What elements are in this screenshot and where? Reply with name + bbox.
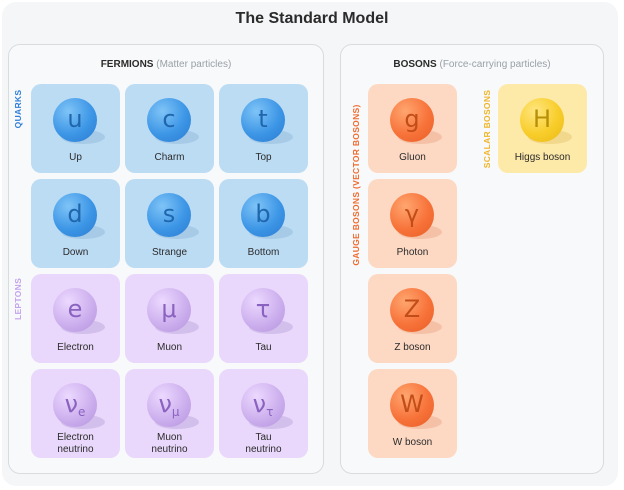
particle-card-higgs-boson[interactable]: H Higgs boson [498, 84, 587, 173]
symbol-main: ν [158, 390, 172, 418]
particle-name-line2: neutrino [57, 444, 94, 455]
particle-name-line2: neutrino [151, 444, 188, 455]
particle-name: Photon [396, 247, 429, 258]
particle-ball: μ [147, 288, 191, 332]
particle-symbol: b [255, 200, 271, 228]
symbol-main: ν [64, 390, 78, 418]
particle-ball: s [147, 193, 191, 237]
particle-ball: νe [53, 383, 97, 427]
particle-name: Down [62, 247, 89, 258]
symbol-subscript: μ [171, 405, 180, 419]
particle-symbol: τ [255, 295, 271, 323]
particle-name: W boson [392, 437, 433, 448]
bosons-title: BOSONS (Force-carrying particles) [341, 59, 603, 70]
particle-symbol: ντ [241, 383, 285, 427]
particle-card-down[interactable]: d Down [31, 179, 120, 268]
particle-name-line1: Electron [57, 432, 94, 443]
fermions-title: FERMIONS (Matter particles) [9, 59, 323, 70]
particle-card-z-boson[interactable]: Z Z boson [368, 274, 457, 363]
leptons-label: LEPTONS [13, 277, 23, 321]
particle-card-photon[interactable]: γ Photon [368, 179, 457, 268]
particle-symbol: H [532, 105, 552, 133]
particle-ball: νμ [147, 383, 191, 427]
particle-symbol: d [67, 200, 83, 228]
particle-name: Charm [154, 152, 185, 163]
particle-card-gluon[interactable]: g Gluon [368, 84, 457, 173]
particle-card-charm[interactable]: c Charm [125, 84, 214, 173]
fermions-subtitle: (Matter particles) [156, 59, 232, 70]
particle-name: Muon [156, 342, 182, 353]
particle-symbol: Z [403, 295, 421, 323]
particle-ball: W [390, 383, 434, 427]
particle-ball: γ [390, 193, 434, 237]
particle-symbol: t [258, 105, 268, 133]
symbol-subscript: τ [266, 405, 274, 419]
particle-card-top[interactable]: t Top [219, 84, 308, 173]
particle-ball: c [147, 98, 191, 142]
particle-card-muon[interactable]: μ Muon [125, 274, 214, 363]
particle-card-w-boson[interactable]: W W boson [368, 369, 457, 458]
particle-symbol: γ [404, 200, 420, 228]
diagram-title: The Standard Model [235, 10, 389, 27]
particle-symbol: u [67, 105, 83, 133]
particle-ball: e [53, 288, 97, 332]
particle-card-up[interactable]: u Up [31, 84, 120, 173]
symbol-subscript: e [78, 405, 86, 419]
particle-card-tau-neutrino[interactable]: ντ Tau neutrino [219, 369, 308, 458]
particle-ball: d [53, 193, 97, 237]
particle-ball: g [390, 98, 434, 142]
particle-symbol: g [404, 105, 420, 133]
particle-name: Electron [57, 342, 94, 353]
particle-name: Up [69, 152, 82, 163]
fermions-heading: FERMIONS [100, 59, 154, 70]
scalar-bosons-label: SCALAR BOSONS [482, 89, 492, 169]
particle-symbol: c [162, 105, 176, 133]
particle-name: Tau [255, 342, 272, 353]
particle-symbol: νe [53, 383, 97, 427]
symbol-main: ν [252, 390, 267, 418]
particle-symbol: s [162, 200, 176, 228]
particle-card-bottom[interactable]: b Bottom [219, 179, 308, 268]
particle-name-line2: neutrino [245, 444, 282, 455]
particle-ball: b [241, 193, 285, 237]
particle-name: Strange [151, 247, 188, 258]
particle-card-muon-neutrino[interactable]: νμ Muon neutrino [125, 369, 214, 458]
particle-name: Bottom [247, 247, 280, 258]
particle-ball: τ [241, 288, 285, 332]
particle-name-line1: Tau [255, 432, 272, 443]
particle-card-strange[interactable]: s Strange [125, 179, 214, 268]
particle-name: Top [255, 152, 272, 163]
particle-ball: Z [390, 288, 434, 332]
particle-card-electron[interactable]: e Electron [31, 274, 120, 363]
gauge-bosons-label: GAUGE BOSONS (VECTOR BOSONS) [351, 104, 361, 266]
particle-name: Z boson [394, 342, 431, 353]
bosons-subtitle: (Force-carrying particles) [439, 59, 551, 70]
particle-name-line1: Muon [156, 432, 182, 443]
particle-card-tau[interactable]: τ Tau [219, 274, 308, 363]
particle-ball: t [241, 98, 285, 142]
particle-ball: H [520, 98, 564, 142]
particle-symbol: μ [161, 295, 177, 323]
particle-symbol: νμ [147, 383, 191, 427]
particle-ball: u [53, 98, 97, 142]
particle-name: Higgs boson [514, 152, 571, 163]
bosons-heading: BOSONS [393, 59, 437, 70]
particle-ball: ντ [241, 383, 285, 427]
particle-symbol: e [67, 295, 83, 323]
particle-symbol: W [400, 390, 424, 418]
particle-card-electron-neutrino[interactable]: νe Electron neutrino [31, 369, 120, 458]
particle-name: Gluon [399, 152, 426, 163]
